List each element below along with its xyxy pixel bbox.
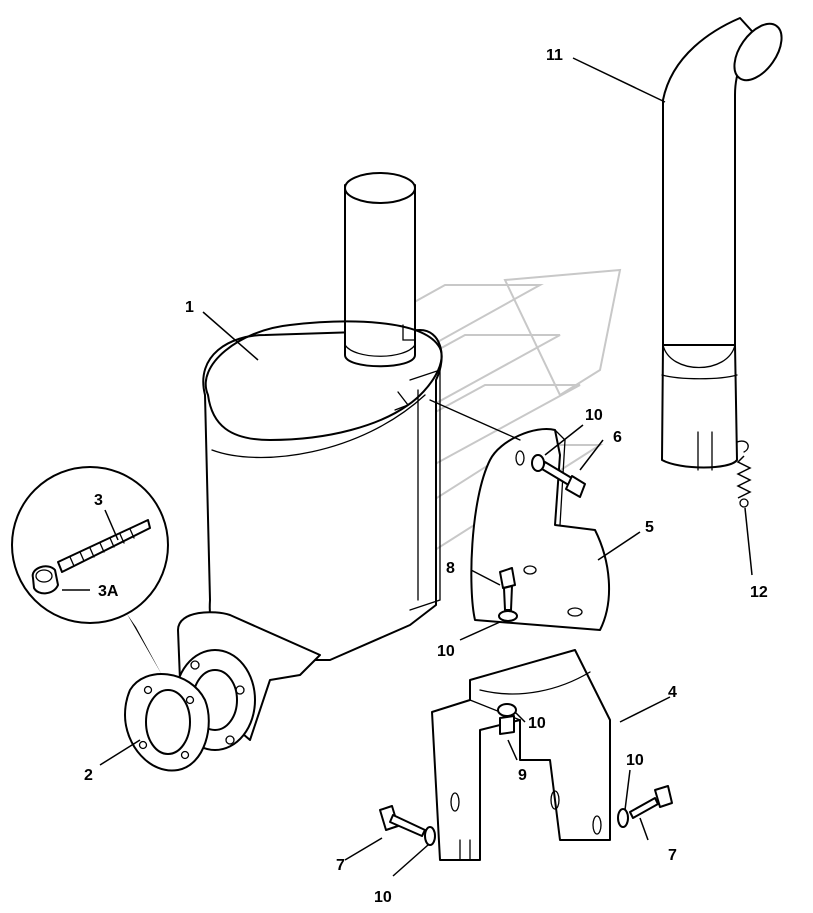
- callout-8: 8: [446, 560, 455, 577]
- callout-10-nut9: 10: [528, 715, 546, 732]
- callout-2: 2: [84, 767, 93, 784]
- upper-bracket-part-5: [429, 399, 610, 631]
- callout-10-right: 10: [626, 752, 644, 769]
- muffler-part-1: [174, 172, 443, 751]
- callout-7-right: 7: [668, 847, 677, 864]
- callout-10-upper: 10: [585, 407, 603, 424]
- callout-7-left: 7: [336, 857, 345, 874]
- callout-12: 12: [750, 584, 768, 601]
- callout-1: 1: [185, 299, 194, 316]
- callout-11: 11: [546, 47, 563, 64]
- callout-labels: 1 2 3 3A 4 5 6 7 7 8 9 10 10 10 10 10 11…: [84, 47, 768, 906]
- leader-lines: [62, 57, 753, 877]
- spring-part-12: [736, 440, 752, 508]
- detail-circle-stud-nut: [11, 466, 169, 675]
- flange-gasket-part-2: [124, 673, 210, 772]
- callout-10-bolt8: 10: [437, 643, 455, 660]
- lower-bracket-part-4: [431, 649, 611, 861]
- callout-4: 4: [668, 684, 677, 701]
- callout-9: 9: [518, 767, 527, 784]
- callout-3: 3: [94, 492, 103, 509]
- callout-10-left: 10: [374, 889, 392, 906]
- callout-6: 6: [613, 429, 622, 446]
- callout-3a: 3A: [98, 583, 119, 600]
- fasteners: [379, 454, 673, 846]
- callout-5: 5: [645, 519, 654, 536]
- tail-pipe-part-11: [661, 17, 783, 471]
